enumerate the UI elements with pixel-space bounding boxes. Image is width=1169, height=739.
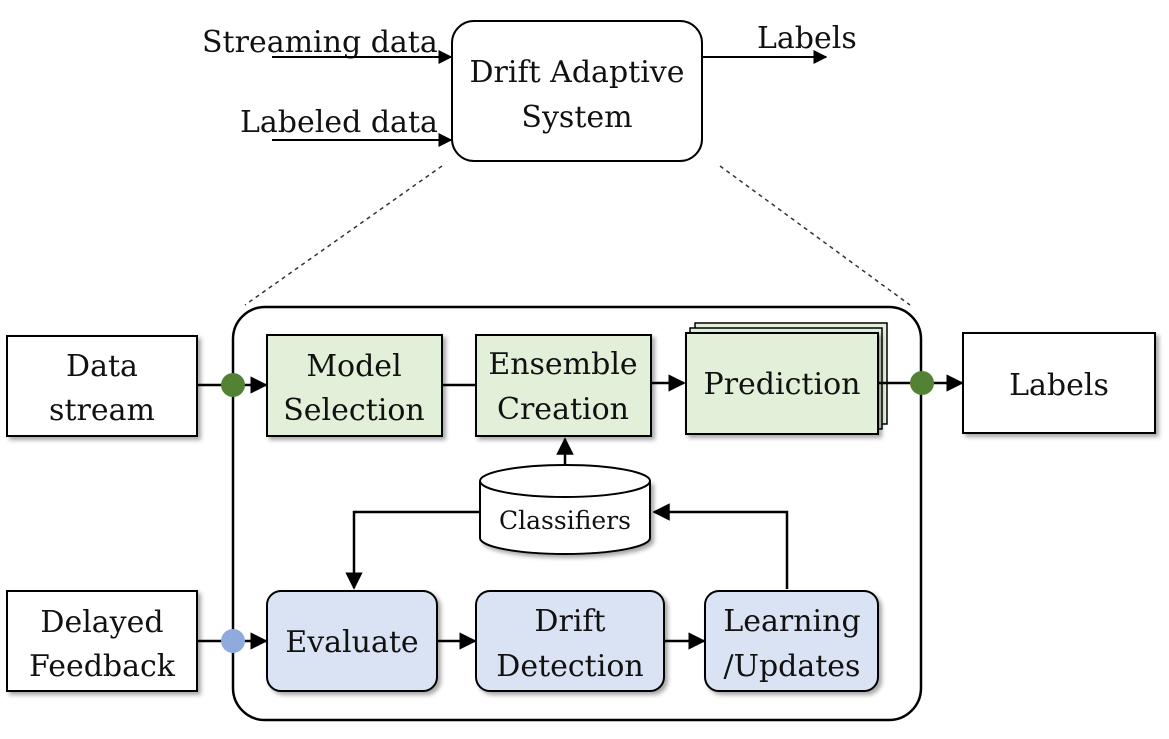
delayed-feedback-node: [221, 629, 245, 653]
drift-adaptive-system-label-2: System: [521, 100, 632, 135]
learning-updates-label-1: Learning: [723, 604, 860, 639]
data-stream-box: [6, 335, 198, 437]
zoom-line-left: [244, 165, 443, 306]
evaluate-label: Evaluate: [285, 625, 418, 660]
drift-adaptive-system-box: [451, 20, 703, 162]
system-output-label: Labels: [757, 21, 857, 56]
classifiers-database-body: [479, 481, 651, 555]
labels-output-label: Labels: [1009, 368, 1109, 403]
data-stream-label-2: stream: [49, 393, 155, 428]
model-selection-label-2: Selection: [283, 393, 425, 428]
data-stream-label-1: Data: [66, 349, 138, 384]
delayed-feedback-label-2: Feedback: [29, 649, 176, 684]
labeled-data-label: Labeled data: [240, 105, 438, 140]
prediction-box: [685, 332, 879, 435]
classifiers-to-evaluate-arrow: [345, 510, 480, 590]
drift-detection-label-2: Detection: [496, 649, 643, 684]
model-selection-label-1: Model: [306, 349, 401, 384]
prediction-label: Prediction: [704, 367, 861, 402]
delayed-feedback-label-1: Delayed: [40, 605, 163, 640]
labels-output-box: [962, 332, 1156, 434]
prediction-output-node: [910, 371, 934, 395]
data-stream-node: [221, 373, 245, 397]
zoom-line-right: [719, 165, 911, 306]
ensemble-creation-label-1: Ensemble: [488, 347, 637, 382]
ensemble-creation-label-2: Creation: [497, 392, 629, 427]
streaming-data-label: Streaming data: [202, 25, 438, 60]
drift-adaptive-system-label-1: Drift Adaptive: [470, 55, 685, 90]
classifiers-label: Classifiers: [499, 506, 631, 535]
learning-to-classifiers-arrow: [652, 503, 789, 589]
learning-updates-box: [704, 590, 879, 692]
learning-updates-label-2: /Updates: [724, 649, 861, 684]
ensemble-creation-box: [475, 334, 652, 437]
classifiers-database-top: [479, 464, 651, 498]
drift-detection-label-1: Drift: [534, 604, 605, 639]
